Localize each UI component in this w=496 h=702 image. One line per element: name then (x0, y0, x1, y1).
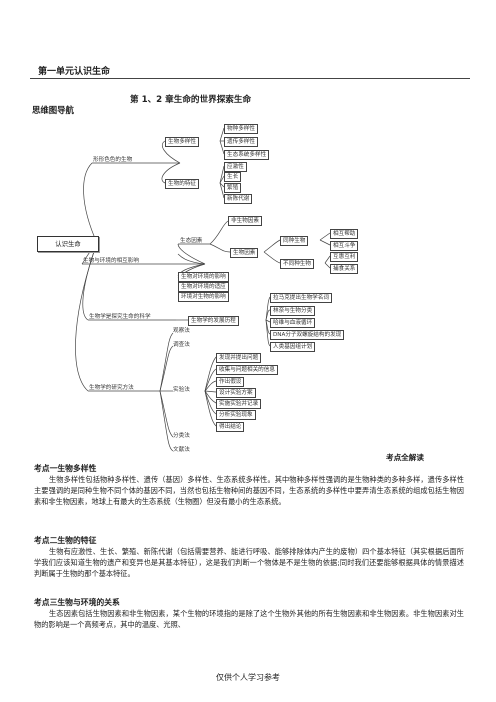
node-life-features: 生物的特征 (165, 179, 199, 189)
section-text: 生物多样性包括物种多样性、遗传（基因）多样性、生态系统多样性。其中物种多样性强调… (34, 475, 464, 507)
node-predation: 捕食关系 (330, 264, 359, 274)
node-mutual-struggle: 相互斗争 (330, 241, 359, 251)
node-step-conclusion: 得出结论 (216, 422, 245, 432)
chapter-title: 第 1、2 章生命的世界探索生命 (130, 95, 252, 105)
node-eco-factors: 生态因素 (180, 238, 203, 244)
node-species-diversity: 物种多样性 (224, 124, 258, 134)
branch-research-methods: 生物学的研究方法 (89, 385, 134, 391)
node-same-species: 同种生物 (280, 236, 309, 246)
section-title: 考点二生物的特征 (34, 536, 97, 545)
node-lamarck: 拉马克提出生物学名词 (270, 293, 332, 303)
node-metabolism: 新陈代谢 (224, 194, 253, 204)
section-text: 生物有应激性、生长、繁殖、新陈代谢（包括需要营养、能进行呼吸、能够排除体内产生的… (34, 547, 464, 579)
section-org-environment: 考点三生物与环境的关系 生态因素包括生物因素和非生物因素，某个生物的环境指的是除… (34, 597, 464, 630)
node-abiotic-factors: 非生物因素 (228, 216, 262, 226)
node-genetic-diversity: 遗传多样性 (224, 137, 258, 147)
node-dna-helix: DNA分子双螺旋结构的发现 (270, 330, 345, 340)
node-step-hypothesis: 作出假设 (216, 377, 245, 387)
mindmap-connectors (75, 127, 331, 452)
footer-note: 仅供个人学习参考 (216, 673, 280, 682)
node-ecosystem-diversity: 生态系统多样性 (224, 150, 270, 160)
mindmap-title: 思维图导航 (32, 105, 74, 115)
node-harvey: 哈维与血液循环 (270, 318, 316, 328)
node-growth: 生长 (224, 172, 242, 182)
node-step-design: 设计实验方案 (216, 388, 256, 398)
mindmap-root: 认识生命 (37, 236, 99, 252)
node-biodiversity: 生物多样性 (165, 137, 199, 147)
node-env-affect-org: 环境对生物的影响 (178, 292, 229, 302)
node-step-question: 发现并提出问题 (216, 353, 262, 363)
node-linnaeus: 林奈与生物分类 (270, 306, 316, 316)
section-text: 生态因素包括生物因素和非生物因素，某个生物的环境指的是除了这个生物外其他的所有生… (34, 609, 464, 630)
node-org-affect-env: 生物对环境的影响 (178, 272, 229, 282)
node-experiment: 实验法 (173, 387, 190, 393)
node-mutualism: 互惠互利 (330, 252, 359, 262)
node-diff-species: 不同种生物 (280, 259, 314, 269)
node-classification: 分类法 (173, 433, 190, 439)
node-irritability: 应激性 (224, 162, 247, 172)
node-survey: 调查法 (173, 342, 190, 348)
section-biodiversity: 考点一生物多样性 生物多样性包括物种多样性、遗传（基因）多样性、生态系统多样性。… (34, 463, 464, 508)
key-points-title: 考点全解读 (386, 453, 424, 462)
node-org-adapt-env: 生物对环境的适应 (178, 282, 229, 292)
node-step-analyze: 分析实验现象 (216, 410, 256, 420)
node-mutual-help: 相互帮助 (330, 229, 359, 239)
node-literature: 文献法 (173, 447, 190, 453)
node-biology-history: 生物学的发展历程 (188, 316, 239, 326)
branch-diverse-organisms: 形形色色的生物 (93, 157, 133, 163)
branch-organism-environment: 生物与环境的相互影响 (83, 258, 139, 264)
node-biotic-factors: 生物因素 (230, 248, 259, 258)
node-observation: 观察法 (173, 328, 190, 334)
node-step-collect-info: 收集与问题相关的信息 (216, 365, 278, 375)
node-step-execute: 实施实验并记录 (216, 399, 262, 409)
unit-title: 第一单元认识生命 (38, 67, 111, 77)
section-title: 考点一生物多样性 (34, 464, 97, 473)
branch-biology-science: 生物学是探究生命的科学 (89, 314, 151, 320)
section-life-features: 考点二生物的特征 生物有应激性、生长、繁殖、新陈代谢（包括需要营养、能进行呼吸、… (34, 535, 464, 580)
header-divider (30, 78, 470, 79)
section-title: 考点三生物与环境的关系 (34, 598, 120, 607)
node-human-genome: 人类基因组计划 (270, 342, 316, 352)
node-reproduction: 繁殖 (224, 183, 242, 193)
